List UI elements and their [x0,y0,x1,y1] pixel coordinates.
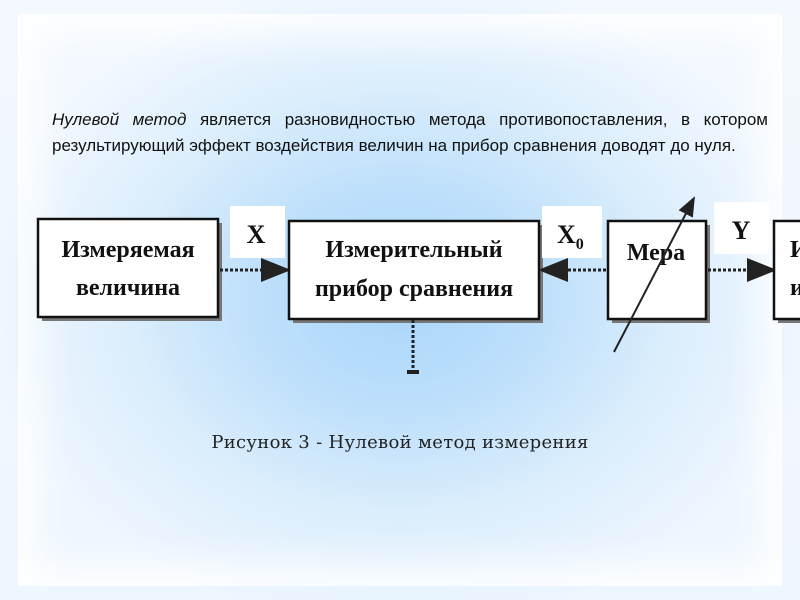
block-measured-quantity: Измеряемая величина [36,217,222,321]
block-output-partial: И и [772,219,800,323]
figure-caption: Рисунок 3 - Нулевой метод измерения [211,432,589,453]
block-measured-line2: величина [76,275,180,301]
signal-x-text: X [247,220,266,249]
block-comparator-line2: прибор сравнения [315,276,513,302]
signal-x-label: X [230,206,285,258]
signal-x0-subscript: 0 [576,236,584,253]
signal-y-label: Y [714,202,769,254]
block-measure-label: Мера [627,240,685,266]
block-measured-line1: Измеряемая [61,237,194,263]
comparator-output-terminal [407,370,419,374]
intro-text: является разновидностью метода противопо… [52,110,768,155]
block-output-line1: И [790,237,800,263]
intro-paragraph: Нулевой метод является разновидностью ме… [52,107,768,159]
block-measure: Мера [606,219,710,323]
signal-x0-text: X0 [557,220,584,253]
intro-term: Нулевой метод [52,110,187,129]
signal-x0-main: X [557,220,576,249]
signal-y-text: Y [732,216,751,245]
block-comparator-line1: Измерительный [325,237,502,263]
signal-x0-label: X0 [542,206,602,258]
block-output-line2: и [790,275,800,301]
adjustable-measure-arrow [613,196,695,353]
block-comparator: Измерительный прибор сравнения [287,219,543,323]
